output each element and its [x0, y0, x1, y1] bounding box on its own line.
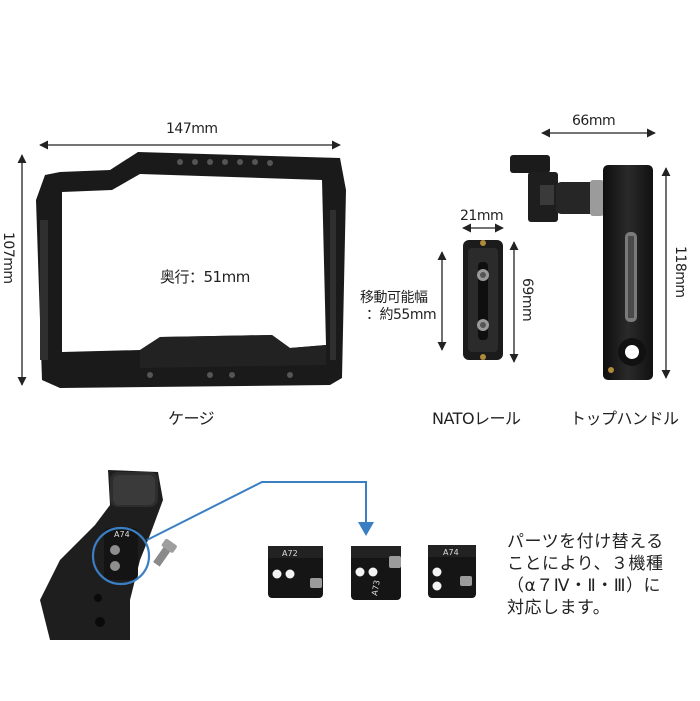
- cage-depth-label: 奥行：51mm: [160, 268, 250, 286]
- handle-height-label: 118mm: [672, 246, 688, 298]
- nato-name: NATOレール: [432, 409, 521, 428]
- plate-a72-image: [268, 546, 323, 598]
- cage-name: ケージ: [168, 409, 215, 428]
- cage-width-label: 147mm: [166, 121, 218, 137]
- callout-arrow: [146, 481, 367, 541]
- mounted-plate-label: A74: [114, 530, 130, 539]
- cage-height-label: 107mm: [0, 232, 16, 284]
- highlight-circle: [91, 526, 151, 586]
- nato-travel-label: 移動可能幅 ：約55mm: [360, 290, 437, 324]
- nato-height-label: 69mm: [519, 278, 535, 322]
- callout-arrowhead: [358, 522, 374, 536]
- nato-rail-image: [463, 240, 503, 360]
- nato-travel-label-line2: ：約55mm: [366, 307, 437, 323]
- plate-label-a73: A73: [370, 579, 382, 596]
- compatibility-note: パーツを付け替える ことにより、３機種 （α７Ⅳ・Ⅱ・Ⅲ）に 対応します。: [507, 531, 664, 619]
- plate-a73-image: [351, 546, 401, 600]
- handle-width-label: 66mm: [572, 113, 616, 129]
- note-line-4: 対応します。: [507, 598, 611, 618]
- cage-image: [36, 152, 346, 388]
- note-line-2: ことにより、３機種: [507, 554, 664, 574]
- top-handle-image: [510, 155, 653, 380]
- handle-name: トップハンドル: [570, 409, 679, 428]
- plate-label-a72: A72: [282, 549, 298, 558]
- note-line-3: （α７Ⅳ・Ⅱ・Ⅲ）に: [507, 576, 661, 596]
- closeup-grip-image: [40, 470, 163, 640]
- nato-travel-label-line1: 移動可能幅: [360, 290, 428, 306]
- nato-width-label: 21mm: [460, 208, 504, 224]
- plate-label-a74: A74: [443, 548, 459, 557]
- screw-image: [153, 538, 177, 567]
- note-line-1: パーツを付け替える: [507, 532, 664, 552]
- plate-a74-image: [428, 545, 476, 598]
